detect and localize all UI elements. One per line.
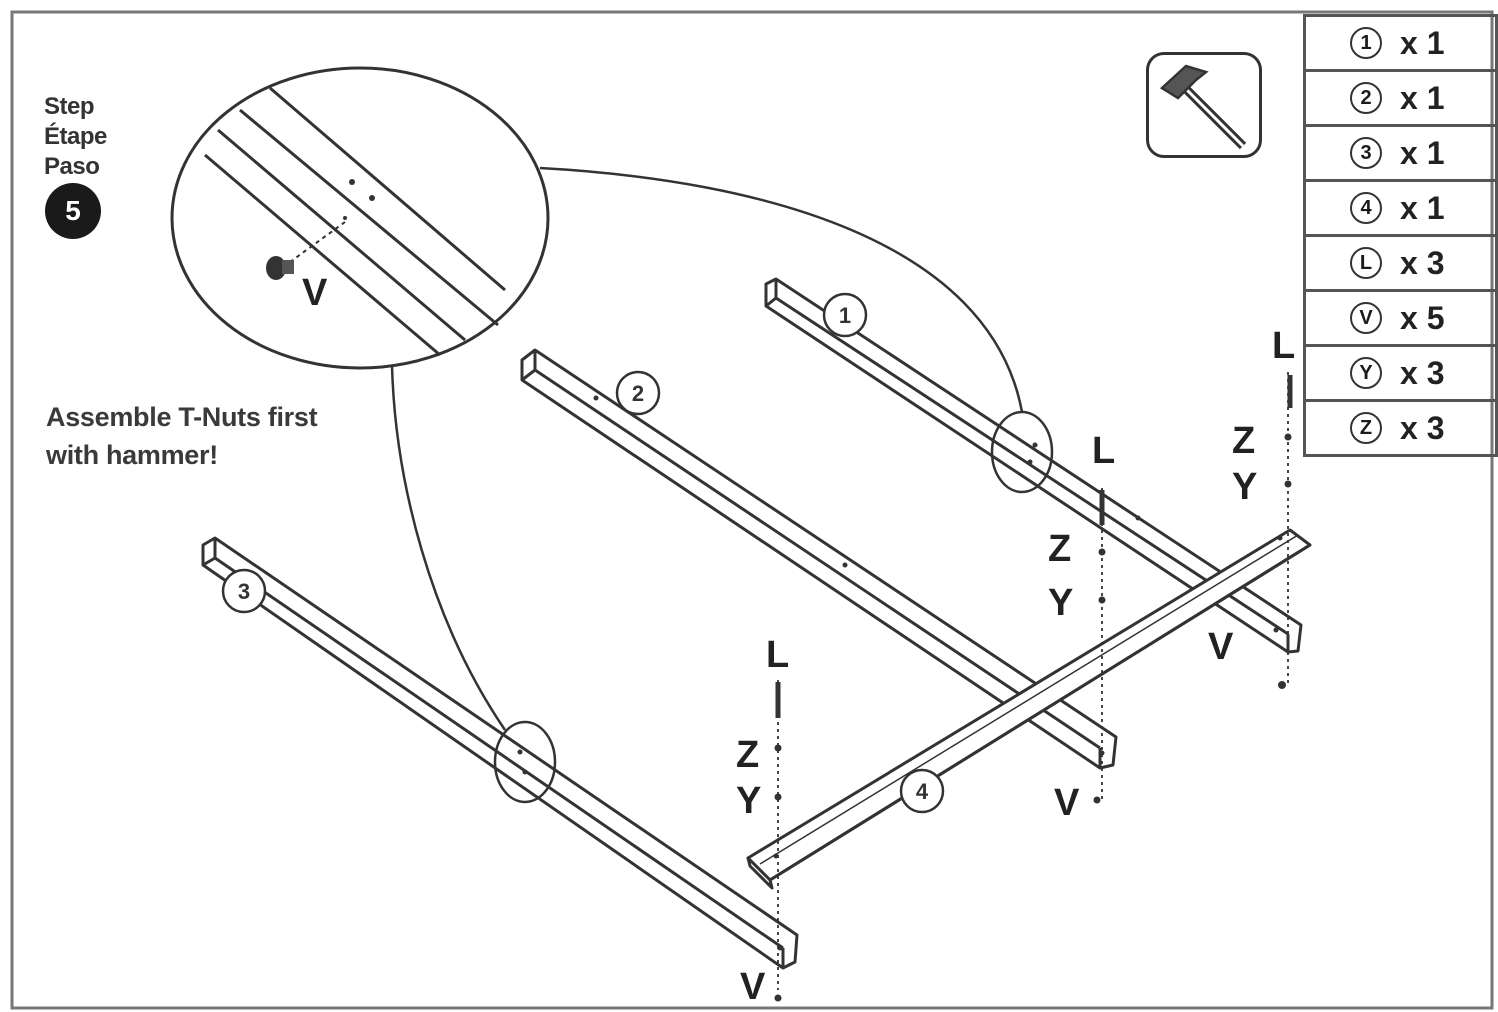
callout-lines: [390, 166, 1024, 731]
part-qty: x 1: [1400, 134, 1445, 171]
instruction-line-2: with hammer!: [46, 440, 218, 470]
label-v-left: V: [740, 966, 766, 1008]
parts-row-1: 1 x 1: [1306, 17, 1498, 72]
label-z-middle: Z: [1048, 528, 1072, 570]
part-qty: x 1: [1400, 189, 1445, 226]
label-v-right: V: [1208, 626, 1234, 668]
part-qty: x 5: [1400, 299, 1445, 336]
part-id: V: [1350, 302, 1382, 334]
instruction-note: Assemble T-Nuts first with hammer!: [46, 398, 318, 474]
label-z-right: Z: [1232, 420, 1256, 462]
part-qty: x 3: [1400, 244, 1445, 281]
label-y-left: Y: [736, 780, 762, 822]
step-label-en: Step: [44, 93, 95, 120]
hardware-stack-right: [1278, 372, 1293, 689]
label-y-right: Y: [1232, 466, 1258, 508]
part-qty: x 1: [1400, 24, 1445, 61]
parts-list: 1 x 1 2 x 1 3 x 1 4 x 1 L x 3 V x 5 Y x …: [1303, 14, 1498, 457]
hardware-stacks: [774, 372, 1293, 1002]
parts-row-3: 3 x 1: [1306, 127, 1498, 182]
page-frame: [10, 10, 1494, 1010]
hardware-stack-middle: [1093, 488, 1106, 804]
zoom-detail: [170, 66, 550, 370]
drill-holes: [517, 395, 1283, 951]
part-id: 2: [1350, 82, 1382, 114]
part-qty: x 3: [1400, 409, 1445, 446]
label-l-right: L: [1272, 325, 1296, 367]
parts-row-2: 2 x 1: [1306, 72, 1498, 127]
board-number-3: 3: [221, 568, 267, 614]
part-qty: x 1: [1400, 79, 1445, 116]
part-id: Y: [1350, 357, 1382, 389]
board-2: [520, 348, 1118, 770]
parts-row-y: Y x 3: [1306, 347, 1498, 402]
svg-text:3: 3: [238, 579, 250, 604]
part-id: Z: [1350, 412, 1382, 444]
part-id: 1: [1350, 27, 1382, 59]
svg-text:2: 2: [632, 381, 644, 406]
step-label-es: Paso: [44, 153, 100, 180]
instruction-line-1: Assemble T-Nuts first: [46, 402, 318, 432]
board-number-4: 4: [899, 768, 945, 814]
part-id: 3: [1350, 137, 1382, 169]
parts-row-z: Z x 3: [1306, 402, 1498, 457]
part-qty: x 3: [1400, 354, 1445, 391]
board-4: [746, 528, 1312, 890]
parts-row-4: 4 x 1: [1306, 182, 1498, 237]
step-number-badge: 5: [45, 183, 101, 239]
board-3: [201, 536, 799, 970]
label-l-left: L: [766, 634, 790, 676]
board-number-2: 2: [615, 370, 661, 416]
label-l-middle: L: [1092, 430, 1116, 472]
svg-text:1: 1: [839, 303, 851, 328]
board-number-1: 1: [822, 292, 868, 338]
board-number-markers: 1 2 3 4: [221, 292, 945, 814]
part-id: L: [1350, 247, 1382, 279]
parts-row-v: V x 5: [1306, 292, 1498, 347]
part-id: 4: [1350, 192, 1382, 224]
parts-row-l: L x 3: [1306, 237, 1498, 292]
label-y-middle: Y: [1048, 582, 1074, 624]
detail-label-v: V: [302, 272, 328, 314]
board-1: [764, 277, 1303, 654]
label-v-middle: V: [1054, 782, 1080, 824]
svg-text:4: 4: [916, 779, 929, 804]
step-label-fr: Étape: [44, 123, 107, 150]
label-z-left: Z: [736, 734, 760, 776]
tool-box: [1146, 52, 1262, 158]
hammer-icon: [1159, 64, 1247, 150]
t-nut-icon: [266, 256, 294, 280]
hardware-stack-left: [774, 680, 782, 1002]
